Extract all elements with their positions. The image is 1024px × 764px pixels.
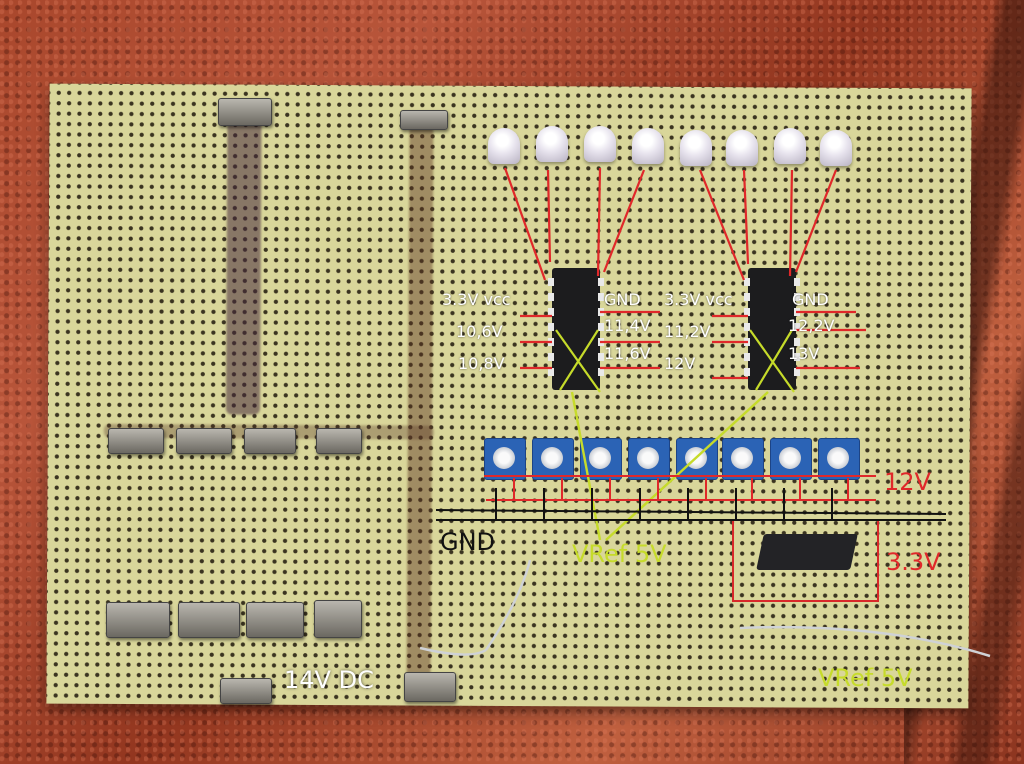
- led-lead-lines: [503, 167, 866, 380]
- ic1-right-voltage-1: 11,4V: [604, 316, 651, 335]
- lead-line: [698, 169, 746, 281]
- ic-crossover-lines: [555, 329, 795, 393]
- gnd-bus-label: GND: [440, 528, 496, 556]
- ic-chip-2: [744, 268, 800, 390]
- ic-pin: [794, 338, 800, 346]
- lead-line: [742, 169, 750, 265]
- connector-clip: [178, 602, 240, 638]
- ic-pin: [794, 278, 800, 286]
- led: [726, 130, 758, 166]
- mount-pad-top-left: [218, 98, 272, 126]
- ic2-right-voltage-1: 12,2V: [788, 316, 835, 335]
- ic1-gnd-label: GND: [604, 290, 641, 309]
- trimmer-potentiometer: [770, 438, 812, 480]
- ic1-left-voltage-1: 10,6V: [456, 322, 503, 341]
- ic-pin: [794, 293, 800, 301]
- ic-pin: [794, 368, 800, 376]
- vref-bottom-label: VRef 5V: [818, 664, 913, 692]
- wire-jumpers: [419, 559, 991, 658]
- crossover-line: [755, 329, 793, 391]
- jumper-wire: [419, 646, 487, 656]
- trimmer-potentiometer: [722, 438, 764, 480]
- vref-lines: [570, 391, 769, 541]
- ic-pin: [744, 293, 750, 301]
- ic2-left-voltage-1: 11,2V: [664, 322, 711, 341]
- connector-clip: [316, 428, 362, 454]
- crossover-line: [559, 329, 599, 391]
- lead-line: [602, 169, 646, 273]
- vref-line: [605, 391, 769, 541]
- ic-pin: [744, 323, 750, 331]
- jumper-wire: [739, 625, 991, 658]
- trimmer-potentiometer: [532, 438, 574, 480]
- led: [774, 128, 806, 164]
- rail-12v-label: 12V: [884, 468, 931, 496]
- lead-line: [788, 169, 794, 277]
- ic-pin: [744, 308, 750, 316]
- ic1-right-voltage-2: 11,6V: [604, 344, 651, 363]
- ic2-gnd-label: GND: [792, 290, 829, 309]
- ic2-right-voltage-2: 13V: [788, 344, 820, 363]
- connector-clip: [106, 602, 170, 638]
- jumper-wire: [484, 559, 532, 651]
- connector-clip: [176, 428, 232, 454]
- lead-line: [503, 167, 547, 281]
- trimmer-potentiometer: [628, 438, 670, 480]
- lead-line: [546, 169, 552, 263]
- connector-clip: [314, 600, 362, 638]
- ic-pin: [598, 293, 604, 301]
- gnd-bus-lines: [435, 488, 947, 521]
- regulator-output-label: 3.3V: [886, 548, 941, 576]
- ic2-vcc-label: 3.3V vcc: [664, 290, 733, 309]
- ic-pin: [548, 323, 554, 331]
- ic2-left-voltage-2: 12V: [664, 354, 696, 373]
- power-input-label: 14V DC: [284, 666, 374, 694]
- lead-line: [596, 167, 602, 277]
- ic-pin: [598, 323, 604, 331]
- ic-pin: [794, 353, 800, 361]
- lead-line: [794, 169, 838, 273]
- connector-clip: [108, 428, 164, 454]
- ic-pin: [744, 278, 750, 286]
- led: [680, 130, 712, 166]
- connector-clip: [244, 428, 296, 454]
- ic-pin: [548, 308, 554, 316]
- vref-center-label: VRef 5V: [572, 540, 667, 568]
- ic-pin: [744, 368, 750, 376]
- ic-pin: [598, 353, 604, 361]
- ic-pin: [598, 278, 604, 286]
- ic-pin: [548, 368, 554, 376]
- mount-pad-bottom-left: [220, 678, 272, 704]
- vref-line: [570, 391, 602, 541]
- led: [536, 126, 568, 162]
- trimmer-potentiometer: [676, 438, 718, 480]
- rail-12v-lines: [484, 475, 876, 501]
- mount-pad-bottom-middle: [404, 672, 456, 702]
- led: [820, 130, 852, 166]
- ic-chip-1: [548, 268, 604, 390]
- led: [488, 128, 520, 164]
- led: [584, 126, 616, 162]
- crossover-line: [749, 329, 795, 393]
- trimmer-potentiometer: [484, 438, 526, 480]
- trimmer-potentiometer: [818, 438, 860, 480]
- led: [632, 128, 664, 164]
- ic-pin: [548, 353, 554, 361]
- ic-pin: [744, 353, 750, 361]
- ic-pin: [548, 293, 554, 301]
- ic1-left-voltage-2: 10,8V: [458, 354, 505, 373]
- ic-pin: [548, 278, 554, 286]
- ic-pin: [794, 323, 800, 331]
- ic-pin: [598, 368, 604, 376]
- gnd-line: [435, 509, 947, 515]
- ic1-vcc-label: 3.3V vcc: [442, 290, 511, 309]
- connector-clip: [246, 602, 304, 638]
- mount-pad-top-middle: [400, 110, 448, 130]
